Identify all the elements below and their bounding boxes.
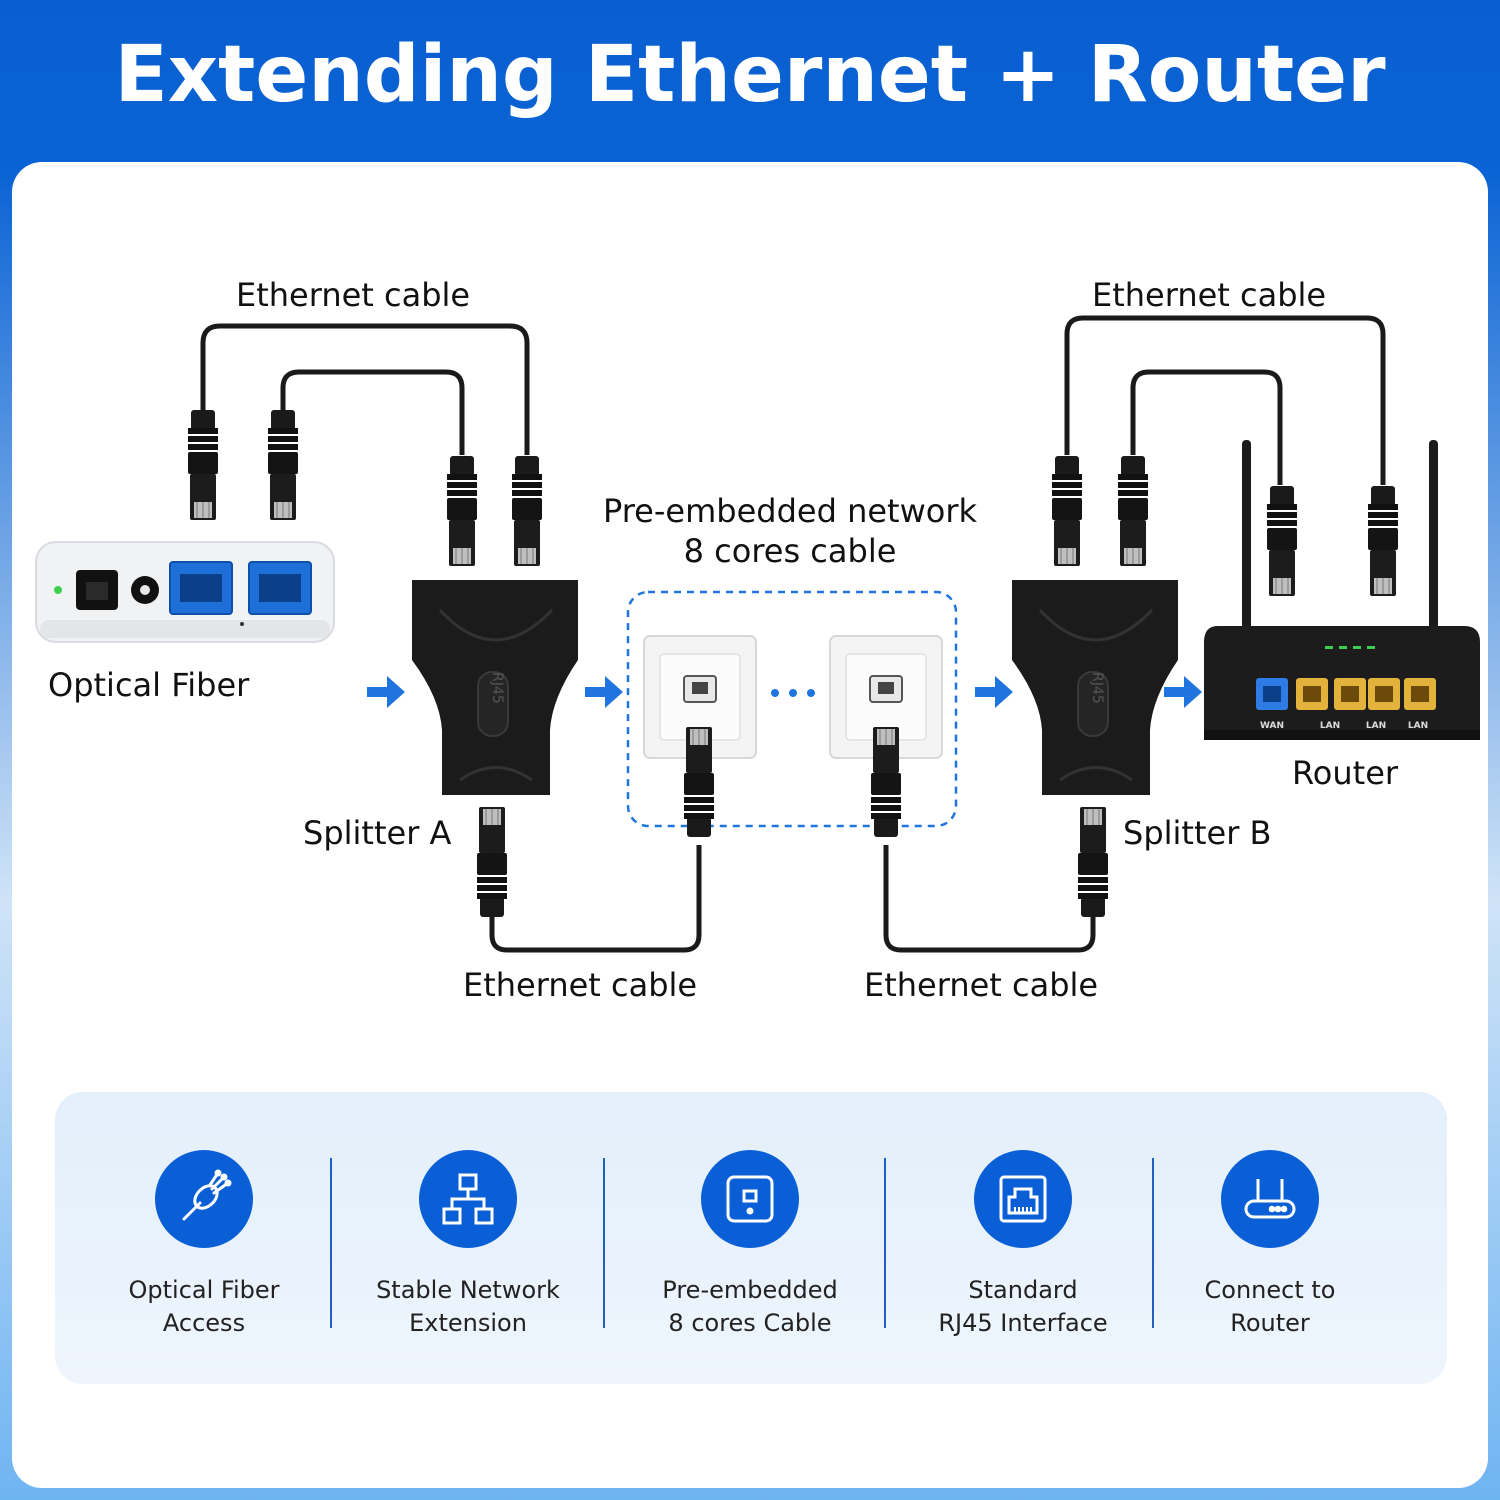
label-pre-embedded-line1: Pre-embedded network (602, 492, 978, 530)
label-pre-embedded-line2: 8 cores cable (683, 532, 897, 570)
feature-divider (884, 1158, 886, 1328)
feature-line1: Connect to (1204, 1276, 1336, 1304)
label-ethernet-cable-top-left: Ethernet cable (236, 276, 471, 314)
router-port-label: LAN (1408, 721, 1428, 731)
router-port-label: WAN (1260, 721, 1284, 731)
label-router: Router (1292, 754, 1399, 792)
feature-line2: Router (1230, 1309, 1310, 1337)
ethernet-cable-bottom-left (489, 845, 702, 953)
network-topology-icon (419, 1150, 517, 1248)
feature-line2: 8 cores Cable (668, 1309, 832, 1337)
label-splitter-a: Splitter A (303, 814, 452, 852)
feature-line1: Stable Network (376, 1276, 560, 1304)
feature-line2: Extension (409, 1309, 527, 1337)
label-ethernet-cable-top-right: Ethernet cable (1092, 276, 1327, 314)
feature-divider (330, 1158, 332, 1328)
ellipsis-dots (771, 689, 815, 697)
label-ethernet-cable-bottom-right: Ethernet cable (864, 966, 1099, 1004)
feature-divider (1152, 1158, 1154, 1328)
feature-pre-embedded-cable: Pre-embedded 8 cores Cable (620, 1150, 880, 1340)
splitter-b-marking: RJ45 (1089, 672, 1105, 704)
router-port-label: LAN (1320, 721, 1340, 731)
label-ethernet-cable-bottom-left: Ethernet cable (463, 966, 698, 1004)
router-icon (1221, 1150, 1319, 1248)
feature-divider (603, 1158, 605, 1328)
router (1204, 440, 1480, 740)
feature-connect-router: Connect to Router (1140, 1150, 1400, 1340)
rj45-plug (1078, 807, 1108, 917)
feature-line1: Standard (968, 1276, 1078, 1304)
splitter-a-marking: RJ45 (489, 672, 505, 704)
rj45-plug (684, 727, 714, 837)
label-optical-fiber: Optical Fiber (48, 666, 250, 704)
fiber-optic-icon (155, 1150, 253, 1248)
feature-line2: RJ45 Interface (938, 1309, 1108, 1337)
flow-arrow (1164, 676, 1202, 708)
rj45-plug (1117, 455, 1149, 567)
feature-line1: Optical Fiber (128, 1276, 280, 1304)
page-title: Extending Ethernet + Router (114, 30, 1386, 120)
pre-embedded-cable-box (626, 590, 958, 828)
rj45-plug (511, 455, 543, 567)
optical-fiber-modem (35, 541, 335, 643)
rj45-plug (446, 455, 478, 567)
feature-line1: Pre-embedded (662, 1276, 838, 1304)
rj45-port-icon (974, 1150, 1072, 1248)
rj45-plug (477, 807, 507, 917)
rj45-plug (871, 727, 901, 837)
feature-line2: Access (162, 1309, 246, 1337)
label-splitter-b: Splitter B (1123, 814, 1272, 852)
ethernet-cable-top-right (1064, 315, 1386, 485)
ethernet-cable-top-left (200, 323, 530, 455)
ethernet-cable-bottom-right (883, 845, 1096, 953)
rj45-plug (1051, 455, 1083, 567)
rj45-plug (1367, 485, 1399, 597)
rj45-plug (267, 409, 299, 521)
flow-arrow (367, 676, 405, 708)
router-port-label: LAN (1366, 721, 1386, 731)
rj45-plug (187, 409, 219, 521)
rj45-plug (1266, 485, 1298, 597)
flow-arrow (975, 676, 1013, 708)
wall-socket-icon (701, 1150, 799, 1248)
flow-arrow (585, 676, 623, 708)
